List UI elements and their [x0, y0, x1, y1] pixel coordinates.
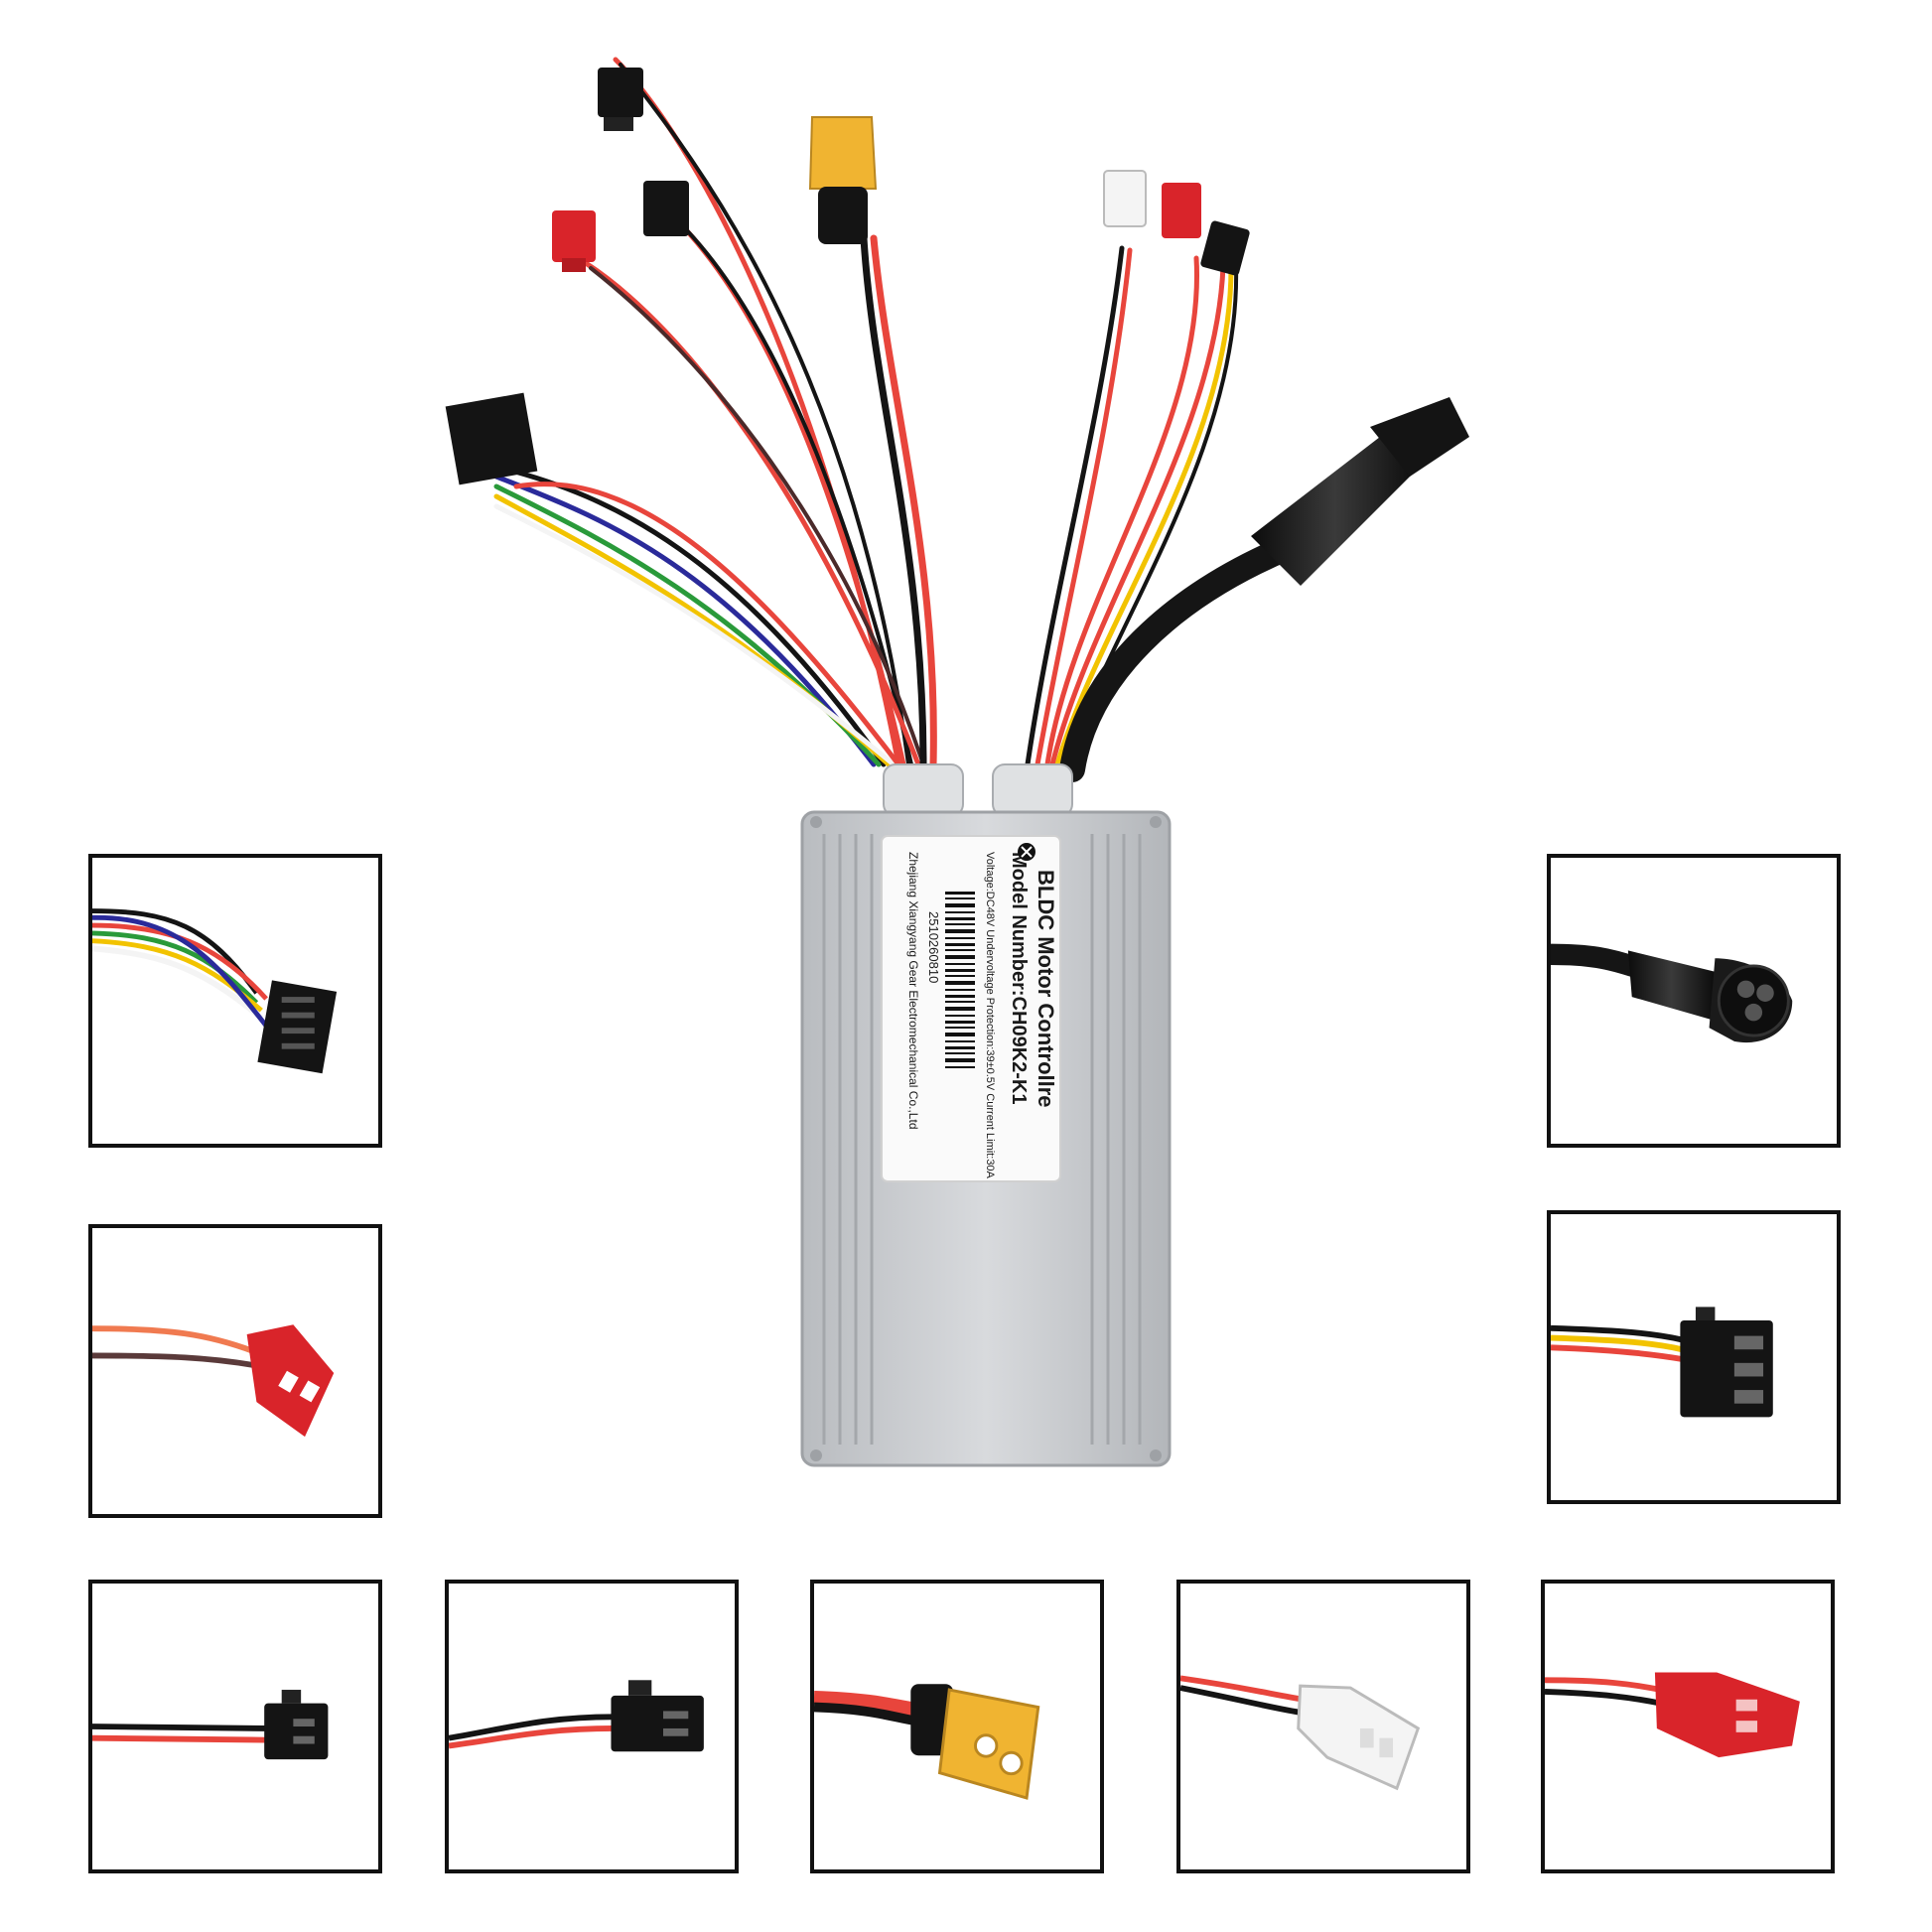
three-pin-connector-icon: [1551, 1307, 1773, 1418]
waterproof-connector-icon: [1551, 943, 1793, 1043]
right-wire-bundle: [1025, 245, 1304, 782]
black-3pin-connector-top: [1200, 220, 1250, 276]
black-connector-icon: [92, 1690, 329, 1760]
inset-red-2pin-connector: [88, 1224, 382, 1518]
label-model: Model Number:CH09K2-K1: [1008, 852, 1030, 1104]
inset-black-2pin-connector-b: [445, 1580, 739, 1873]
white-2pin-connector-top: [1103, 170, 1147, 227]
xt60-connector-icon: [814, 1684, 1040, 1800]
inset-xt60-connector: [810, 1580, 1104, 1873]
inset-waterproof-connector: [1547, 854, 1841, 1148]
cable-glands: [883, 763, 1073, 817]
multi-wire-connector-icon: [92, 908, 338, 1074]
hall-6pin-connector: [445, 392, 538, 485]
white-connector-icon: [1180, 1675, 1421, 1791]
black-2pin-connector-top: [598, 68, 643, 131]
label-serial: 2510260810: [926, 911, 941, 983]
inset-hall-sensor-connector: [88, 854, 382, 1148]
red-2pin-connector-left: [552, 210, 596, 272]
red-connector-icon: [92, 1324, 335, 1438]
black-connector-icon: [449, 1680, 704, 1752]
inset-black-2pin-connector-a: [88, 1580, 382, 1873]
left-wire-bundle: [493, 57, 937, 768]
red-2pin-connector-right: [1162, 183, 1201, 238]
xt60-connector-top: [808, 116, 878, 244]
brand-logo-icon: [1018, 843, 1035, 861]
inset-black-3pin-connector: [1547, 1210, 1841, 1504]
inset-red-2pin-connector-b: [1541, 1580, 1835, 1873]
label-specs: Voltage:DC48V Undervoltage Protection:39…: [984, 852, 996, 1179]
inset-white-2pin-connector: [1176, 1580, 1470, 1873]
red-connector-icon: [1545, 1672, 1800, 1758]
waterproof-connector-top: [1251, 397, 1469, 586]
black-2pin-connector-mid: [643, 181, 689, 236]
product-label: BLDC Motor Controllre Model Number:CH09K…: [881, 835, 1061, 1182]
label-maker: Zhejiang Xiangyang Gear Electromechanica…: [906, 852, 920, 1130]
barcode: [945, 892, 975, 1068]
label-title: BLDC Motor Controllre: [1034, 870, 1058, 1108]
